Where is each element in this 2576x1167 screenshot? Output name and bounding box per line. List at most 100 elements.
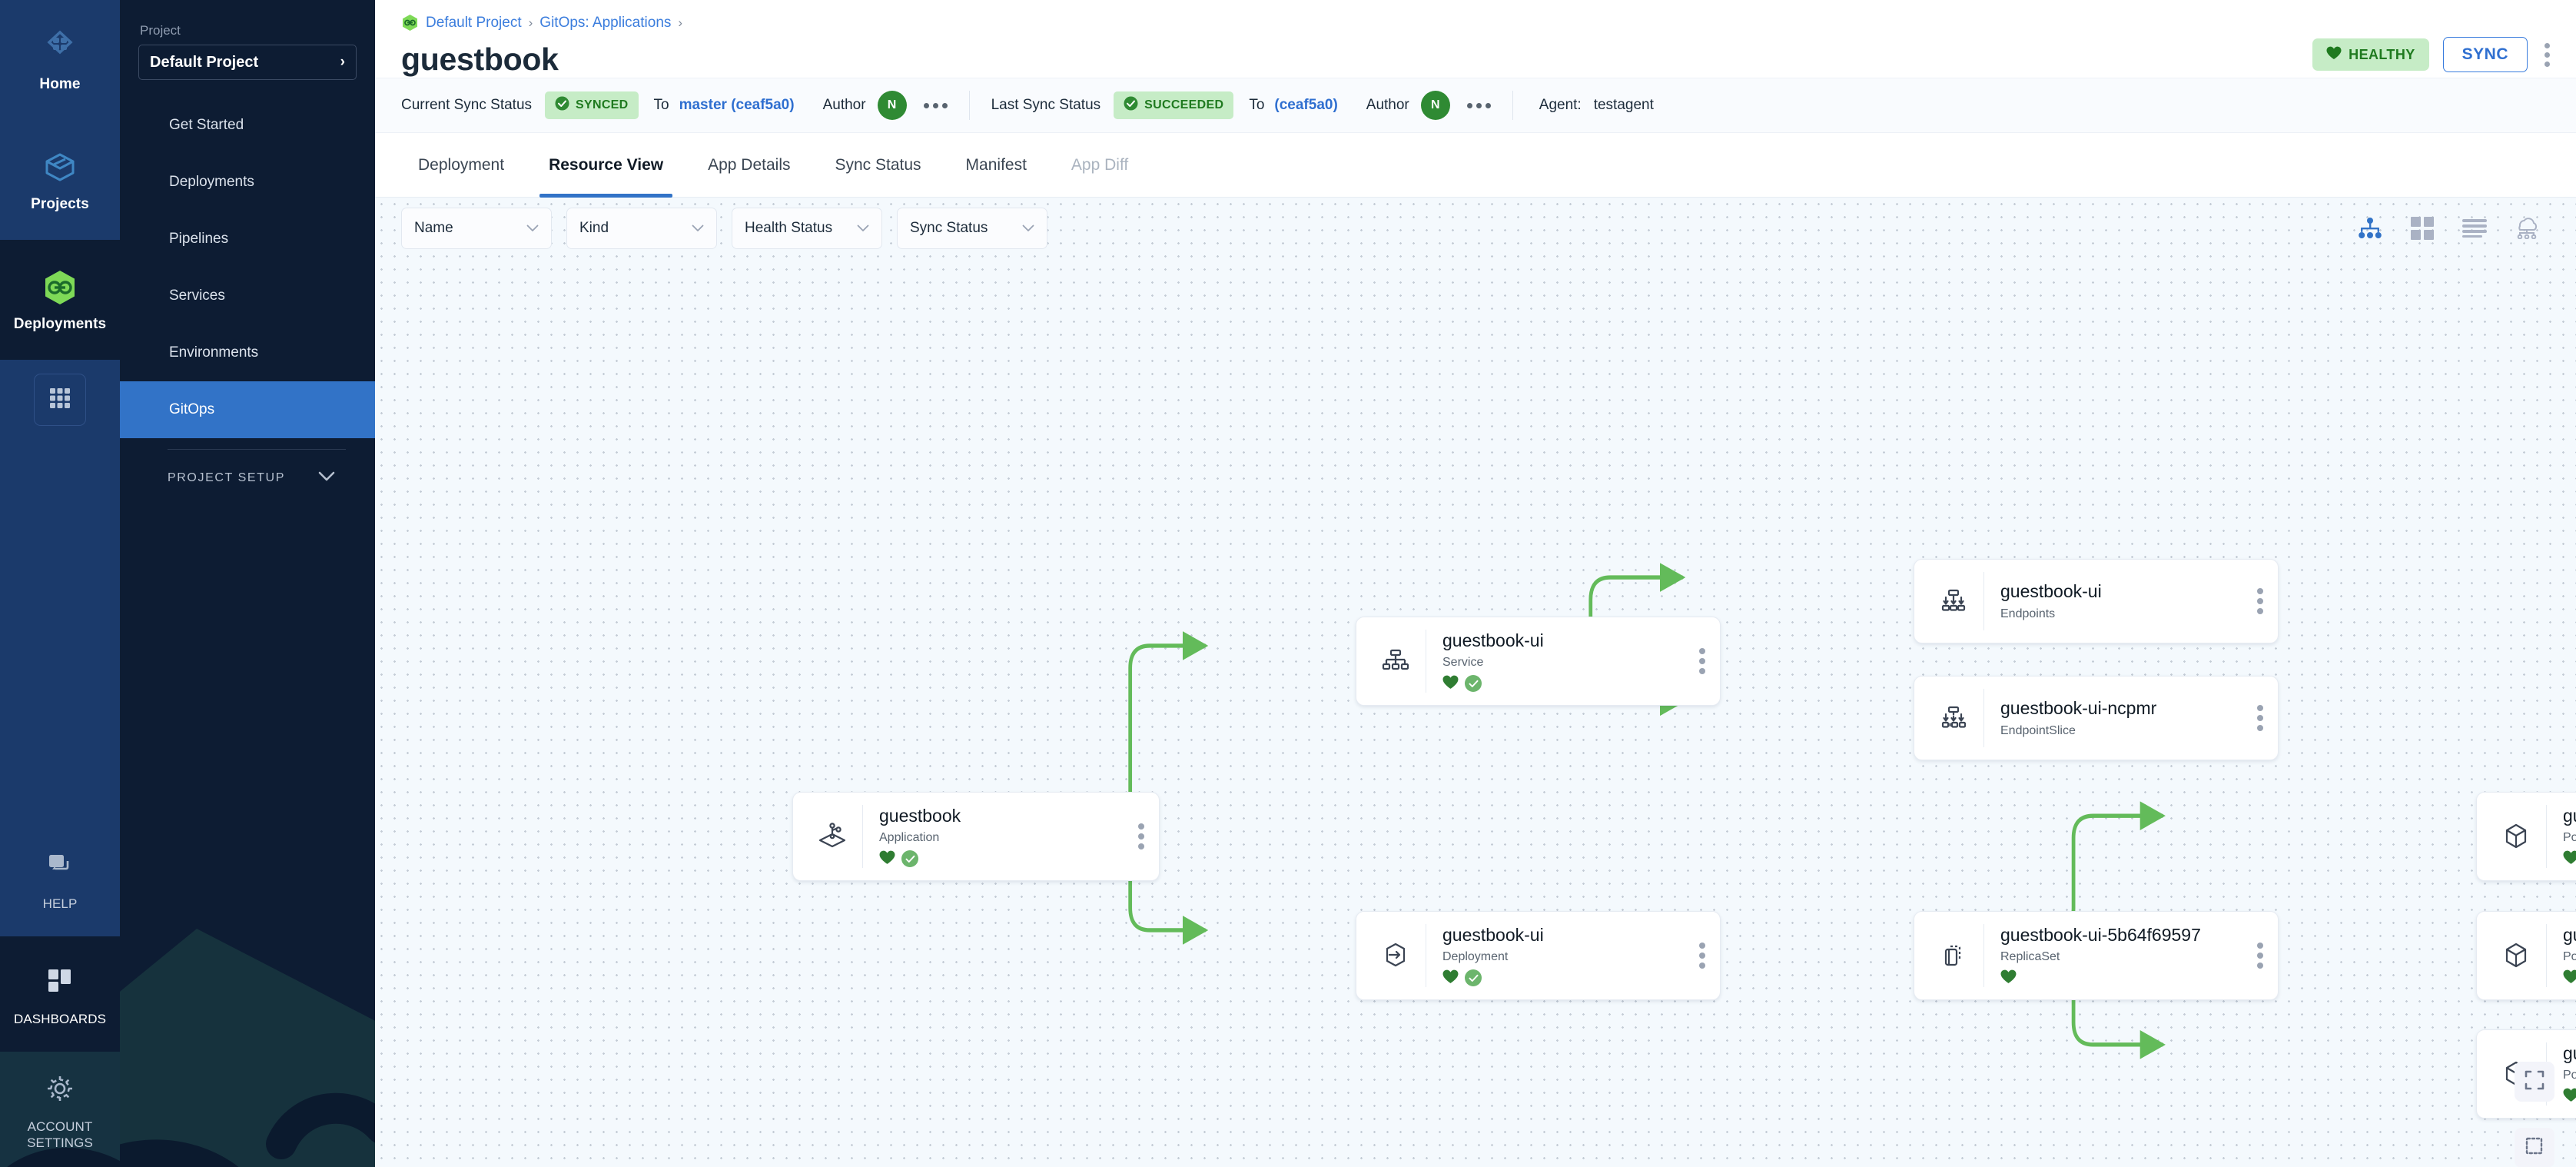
filter-kind-label: Kind — [579, 220, 609, 236]
rail-item-dashboards[interactable]: DASHBOARDS — [0, 936, 120, 1052]
graph-node-deployment[interactable]: guestbook-ui Deployment — [1356, 911, 1721, 1000]
filter-sync-status[interactable]: Sync Status — [897, 208, 1047, 249]
grid-view-icon[interactable] — [2408, 214, 2436, 242]
current-more-icon[interactable] — [923, 102, 948, 108]
graph-node-pod-2[interactable]: guestbook-ui-5b64f6959... Pod — [2476, 911, 2576, 1000]
node-kebab-icon[interactable] — [2242, 588, 2278, 614]
sync-check-icon — [1465, 969, 1482, 987]
kebab-vertical-icon[interactable] — [2541, 40, 2553, 70]
nav-item-services[interactable]: Services — [120, 268, 375, 324]
heart-icon — [2563, 969, 2576, 987]
tab-deployment[interactable]: Deployment — [418, 155, 505, 174]
rail-item-label: Deployments — [13, 316, 107, 332]
rail-item-account-settings[interactable]: ACCOUNT SETTINGS — [0, 1052, 120, 1167]
select-region-button[interactable] — [2515, 1128, 2554, 1167]
breadcrumb-separator: › — [528, 15, 533, 30]
node-body: guestbook-ui-5b64f6959... Pod — [2547, 1043, 2576, 1105]
rail-top-group: Home Projects — [0, 0, 120, 440]
avatar: N — [877, 91, 907, 120]
filter-name[interactable]: Name — [401, 208, 552, 249]
node-title: guestbook-ui-5b64f6959... — [2563, 924, 2576, 945]
rail-apps-grid-button[interactable] — [34, 374, 86, 426]
node-kebab-icon[interactable] — [2242, 705, 2278, 731]
nav-item-label: Deployments — [169, 174, 254, 190]
heart-icon — [2000, 969, 2017, 987]
fit-screen-button[interactable] — [2515, 1062, 2554, 1102]
graph-node-replicaset[interactable]: guestbook-ui-5b64f69597 ReplicaSet — [1914, 911, 2279, 1000]
node-divider — [862, 805, 863, 868]
filter-health-status-label: Health Status — [745, 220, 833, 236]
nav-item-pipelines[interactable]: Pipelines — [120, 211, 375, 268]
current-revision-link[interactable]: master (ceaf5a0) — [679, 97, 795, 113]
graph-node-endpointslice[interactable]: guestbook-ui-ncpmr EndpointSlice — [1914, 676, 2279, 760]
rail-item-projects[interactable]: Projects — [0, 120, 120, 240]
nav-item-deployments[interactable]: Deployments — [120, 154, 375, 211]
tab-app-details[interactable]: App Details — [708, 155, 791, 174]
main-area: Default Project › GitOps: Applications ›… — [375, 0, 2576, 1167]
node-kebab-icon[interactable] — [1685, 943, 1720, 969]
gear-icon — [39, 1068, 81, 1109]
last-more-icon[interactable] — [1466, 102, 1491, 108]
last-sync-status-text: SUCCEEDED — [1144, 98, 1224, 111]
node-kind: Application — [879, 831, 940, 845]
agent-label: Agent: — [1539, 97, 1582, 113]
projects-box-icon — [39, 147, 81, 188]
rail-item-home[interactable]: Home — [0, 0, 120, 120]
graph-surface[interactable]: guestbook Application — [375, 198, 2576, 1167]
breadcrumb-item-default-project[interactable]: Default Project — [426, 14, 522, 31]
list-view-icon[interactable] — [2461, 214, 2488, 242]
tab-resource-view[interactable]: Resource View — [532, 133, 680, 198]
last-revision-link[interactable]: (ceaf5a0) — [1274, 97, 1338, 113]
service-icon — [1372, 644, 1419, 678]
rail-item-label: Home — [39, 76, 81, 92]
rail-item-label: DASHBOARDS — [13, 1012, 107, 1027]
chevron-down-icon — [1022, 222, 1034, 235]
rail-item-label: ACCOUNT SETTINGS — [27, 1119, 93, 1150]
graph-node-service[interactable]: guestbook-ui Service — [1356, 617, 1721, 706]
node-kebab-icon[interactable] — [1685, 648, 1720, 674]
graph-node-pod-1[interactable]: guestbook-ui-5b64f6959... Pod — [2476, 792, 2576, 881]
node-kind: Pod — [2563, 1069, 2576, 1082]
resource-graph-canvas[interactable]: Name Kind Health Status — [375, 198, 2576, 1167]
tab-manifest[interactable]: Manifest — [965, 155, 1027, 174]
deployments-infinity-icon — [39, 267, 81, 308]
fit-screen-icon — [2525, 1070, 2544, 1094]
top-bar: Default Project › GitOps: Applications ›… — [375, 0, 2576, 77]
node-divider — [1983, 689, 1984, 747]
last-sync-status-chip: SUCCEEDED — [1114, 91, 1234, 119]
nav-section-project-setup[interactable]: PROJECT SETUP — [120, 450, 375, 507]
heart-icon — [1442, 969, 1459, 987]
chevron-down-icon — [318, 471, 335, 485]
node-kebab-icon[interactable] — [1124, 823, 1159, 849]
top-bar-actions: HEALTHY SYNC — [2312, 14, 2553, 72]
node-title: guestbook-ui — [1442, 924, 1544, 945]
nav-item-label: Environments — [169, 344, 259, 361]
nav-item-label: Services — [169, 288, 225, 304]
node-kebab-icon[interactable] — [2242, 943, 2278, 969]
breadcrumb-item-gitops-applications[interactable]: GitOps: Applications — [539, 14, 672, 31]
node-divider — [1983, 924, 1984, 987]
nav-item-get-started[interactable]: Get Started — [120, 97, 375, 154]
rail-item-deployments[interactable]: Deployments — [0, 240, 120, 360]
filter-health-status[interactable]: Health Status — [732, 208, 882, 249]
graph-node-endpoints[interactable]: guestbook-ui Endpoints — [1914, 559, 2279, 643]
filter-kind[interactable]: Kind — [566, 208, 717, 249]
filter-sync-status-label: Sync Status — [910, 220, 988, 236]
node-title: guestbook-ui-5b64f6959... — [2563, 1042, 2576, 1063]
nav-item-environments[interactable]: Environments — [120, 324, 375, 381]
tree-view-icon[interactable] — [2356, 214, 2384, 242]
graph-node-application[interactable]: guestbook Application — [792, 792, 1160, 881]
chevron-down-icon — [692, 222, 704, 235]
current-sync-status-text: SYNCED — [576, 98, 629, 111]
nav-item-gitops[interactable]: GitOps — [120, 381, 375, 438]
primary-nav-rail: Home Projects — [0, 0, 120, 1167]
node-title: guestbook-ui — [2000, 581, 2102, 602]
current-sync-status-label: Current Sync Status — [401, 97, 533, 113]
sync-button[interactable]: SYNC — [2442, 37, 2528, 72]
node-divider — [2546, 924, 2547, 987]
network-view-icon[interactable] — [2513, 214, 2541, 242]
tab-sync-status[interactable]: Sync Status — [835, 155, 921, 174]
rail-item-help[interactable]: ? HELP — [0, 821, 120, 936]
project-selector[interactable]: Default Project › — [138, 45, 357, 80]
